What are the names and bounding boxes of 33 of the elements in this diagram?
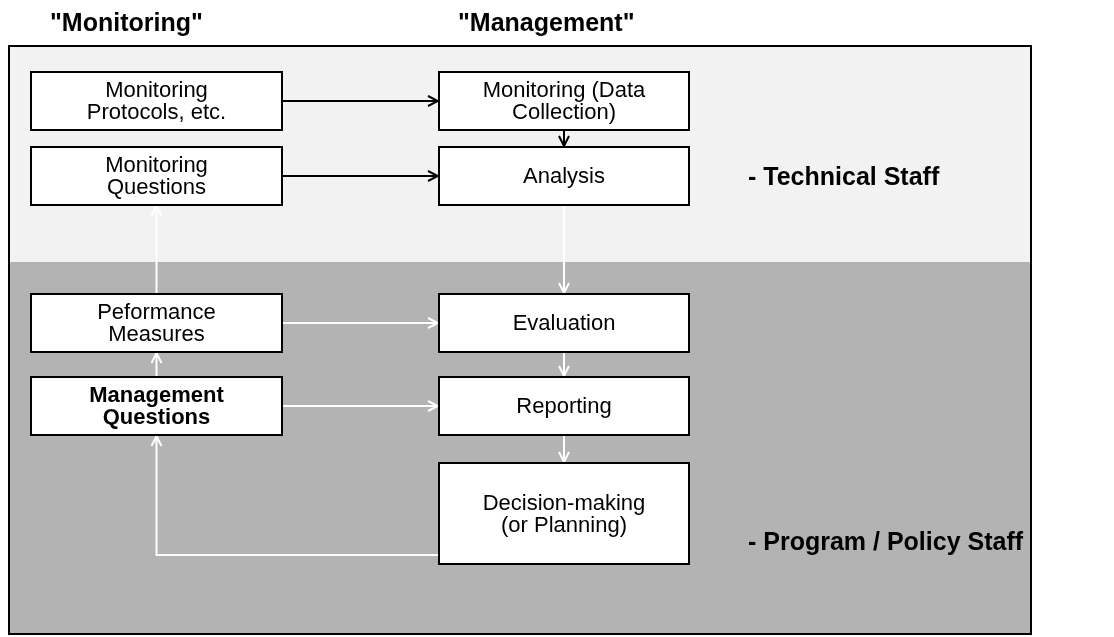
box-label: Monitoring (Data Collection) <box>481 79 647 123</box>
staff-label: - Program / Policy Staff <box>748 527 1024 556</box>
staff-label: - Technical Staff <box>748 162 940 191</box>
process-box <box>438 462 690 565</box>
arrow <box>558 130 570 147</box>
box-label: Decision-making (or Planning) <box>481 491 647 536</box>
box-label: Evaluation <box>511 312 617 334</box>
arrow <box>558 352 570 377</box>
process-box <box>438 71 690 131</box>
arrow <box>558 435 570 463</box>
arrow <box>282 400 439 412</box>
arrow <box>150 352 163 377</box>
box-label: Monitoring Questions <box>104 154 209 198</box>
process-box <box>30 293 283 353</box>
box-label: Management Questions <box>88 384 225 428</box>
arrow <box>282 95 439 107</box>
process-box <box>438 146 690 206</box>
arrow <box>282 317 439 329</box>
process-box <box>30 71 283 131</box>
arrow <box>282 170 439 182</box>
arrow <box>558 205 570 294</box>
column-heading: "Management" <box>458 8 635 37</box>
process-box <box>30 376 283 436</box>
box-label: Analysis <box>522 165 606 187</box>
process-box <box>30 146 283 206</box>
column-heading: "Monitoring" <box>50 8 203 37</box>
arrow <box>150 435 439 556</box>
arrow <box>150 205 163 294</box>
box-label: Peformance Measures <box>96 301 217 345</box>
box-label: Reporting <box>515 395 613 417</box>
process-box <box>438 376 690 436</box>
box-label: Monitoring Protocols, etc. <box>85 79 228 123</box>
process-box <box>438 293 690 353</box>
